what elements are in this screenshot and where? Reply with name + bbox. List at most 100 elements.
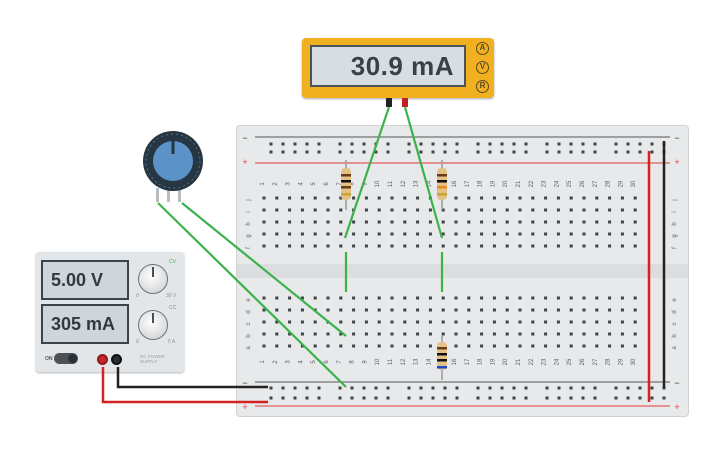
terminal-hole[interactable] — [633, 220, 637, 224]
terminal-hole[interactable] — [262, 344, 266, 348]
terminal-hole[interactable] — [390, 344, 394, 348]
terminal-hole[interactable] — [352, 196, 356, 200]
terminal-hole[interactable] — [480, 232, 484, 236]
positive-terminal[interactable] — [97, 354, 108, 365]
terminal-hole[interactable] — [608, 344, 612, 348]
terminal-hole[interactable] — [582, 308, 586, 312]
rail-hole[interactable] — [593, 142, 597, 146]
terminal-hole[interactable] — [313, 232, 317, 236]
terminal-hole[interactable] — [633, 320, 637, 324]
terminal-hole[interactable] — [608, 332, 612, 336]
terminal-hole[interactable] — [377, 296, 381, 300]
rail-hole[interactable] — [362, 142, 366, 146]
terminal-hole[interactable] — [544, 308, 548, 312]
terminal-hole[interactable] — [428, 220, 432, 224]
terminal-hole[interactable] — [352, 344, 356, 348]
terminal-hole[interactable] — [582, 208, 586, 212]
terminal-hole[interactable] — [326, 196, 330, 200]
rail-hole[interactable] — [557, 386, 561, 390]
terminal-hole[interactable] — [582, 196, 586, 200]
terminal-hole[interactable] — [313, 220, 317, 224]
terminal-hole[interactable] — [595, 220, 599, 224]
rail-hole[interactable] — [524, 386, 528, 390]
terminal-hole[interactable] — [582, 296, 586, 300]
terminal-hole[interactable] — [262, 232, 266, 236]
terminal-hole[interactable] — [339, 344, 343, 348]
terminal-hole[interactable] — [313, 308, 317, 312]
rail-hole[interactable] — [455, 386, 459, 390]
terminal-hole[interactable] — [518, 244, 522, 248]
terminal-hole[interactable] — [569, 232, 573, 236]
terminal-hole[interactable] — [569, 332, 573, 336]
terminal-hole[interactable] — [403, 208, 407, 212]
rail-hole[interactable] — [269, 142, 273, 146]
terminal-hole[interactable] — [467, 344, 471, 348]
terminal-hole[interactable] — [505, 244, 509, 248]
multimeter[interactable]: 30.9 mA A V R — [302, 38, 494, 98]
terminal-hole[interactable] — [428, 332, 432, 336]
rail-hole[interactable] — [500, 150, 504, 154]
power-switch[interactable] — [54, 353, 78, 364]
terminal-hole[interactable] — [313, 344, 317, 348]
rail-hole[interactable] — [419, 150, 423, 154]
rail-hole[interactable] — [557, 142, 561, 146]
terminal-hole[interactable] — [467, 208, 471, 212]
terminal-hole[interactable] — [403, 296, 407, 300]
rail-hole[interactable] — [338, 142, 342, 146]
terminal-hole[interactable] — [441, 320, 445, 324]
terminal-hole[interactable] — [275, 344, 279, 348]
ohmmeter-mode-button[interactable]: R — [476, 80, 489, 93]
terminal-hole[interactable] — [582, 332, 586, 336]
terminal-hole[interactable] — [480, 220, 484, 224]
terminal-hole[interactable] — [416, 308, 420, 312]
rail-hole[interactable] — [338, 150, 342, 154]
rail-hole[interactable] — [443, 386, 447, 390]
terminal-hole[interactable] — [505, 208, 509, 212]
rail-hole[interactable] — [614, 386, 618, 390]
terminal-hole[interactable] — [544, 232, 548, 236]
terminal-hole[interactable] — [608, 244, 612, 248]
terminal-hole[interactable] — [595, 208, 599, 212]
rail-hole[interactable] — [317, 150, 321, 154]
terminal-hole[interactable] — [582, 232, 586, 236]
terminal-hole[interactable] — [441, 220, 445, 224]
terminal-hole[interactable] — [633, 308, 637, 312]
terminal-hole[interactable] — [416, 196, 420, 200]
terminal-hole[interactable] — [339, 332, 343, 336]
terminal-hole[interactable] — [352, 232, 356, 236]
rail-hole[interactable] — [545, 142, 549, 146]
terminal-hole[interactable] — [569, 320, 573, 324]
rail-hole[interactable] — [443, 142, 447, 146]
rail-hole[interactable] — [626, 396, 630, 400]
terminal-hole[interactable] — [518, 196, 522, 200]
terminal-hole[interactable] — [288, 296, 292, 300]
terminal-hole[interactable] — [582, 220, 586, 224]
terminal-hole[interactable] — [300, 220, 304, 224]
terminal-hole[interactable] — [531, 320, 535, 324]
rail-hole[interactable] — [614, 150, 618, 154]
rail-hole[interactable] — [350, 150, 354, 154]
terminal-hole[interactable] — [531, 244, 535, 248]
terminal-hole[interactable] — [403, 220, 407, 224]
terminal-hole[interactable] — [300, 344, 304, 348]
terminal-hole[interactable] — [556, 332, 560, 336]
current-knob[interactable] — [138, 310, 168, 340]
rail-hole[interactable] — [362, 386, 366, 390]
terminal-hole[interactable] — [608, 220, 612, 224]
terminal-hole[interactable] — [454, 244, 458, 248]
terminal-hole[interactable] — [416, 232, 420, 236]
terminal-hole[interactable] — [288, 320, 292, 324]
terminal-hole[interactable] — [364, 308, 368, 312]
rail-hole[interactable] — [374, 142, 378, 146]
terminal-hole[interactable] — [531, 308, 535, 312]
terminal-hole[interactable] — [300, 232, 304, 236]
rail-hole[interactable] — [305, 396, 309, 400]
rail-hole[interactable] — [581, 142, 585, 146]
rail-hole[interactable] — [626, 386, 630, 390]
terminal-hole[interactable] — [275, 244, 279, 248]
rail-hole[interactable] — [443, 150, 447, 154]
terminal-hole[interactable] — [633, 296, 637, 300]
terminal-hole[interactable] — [313, 332, 317, 336]
rail-hole[interactable] — [407, 142, 411, 146]
rail-hole[interactable] — [569, 150, 573, 154]
